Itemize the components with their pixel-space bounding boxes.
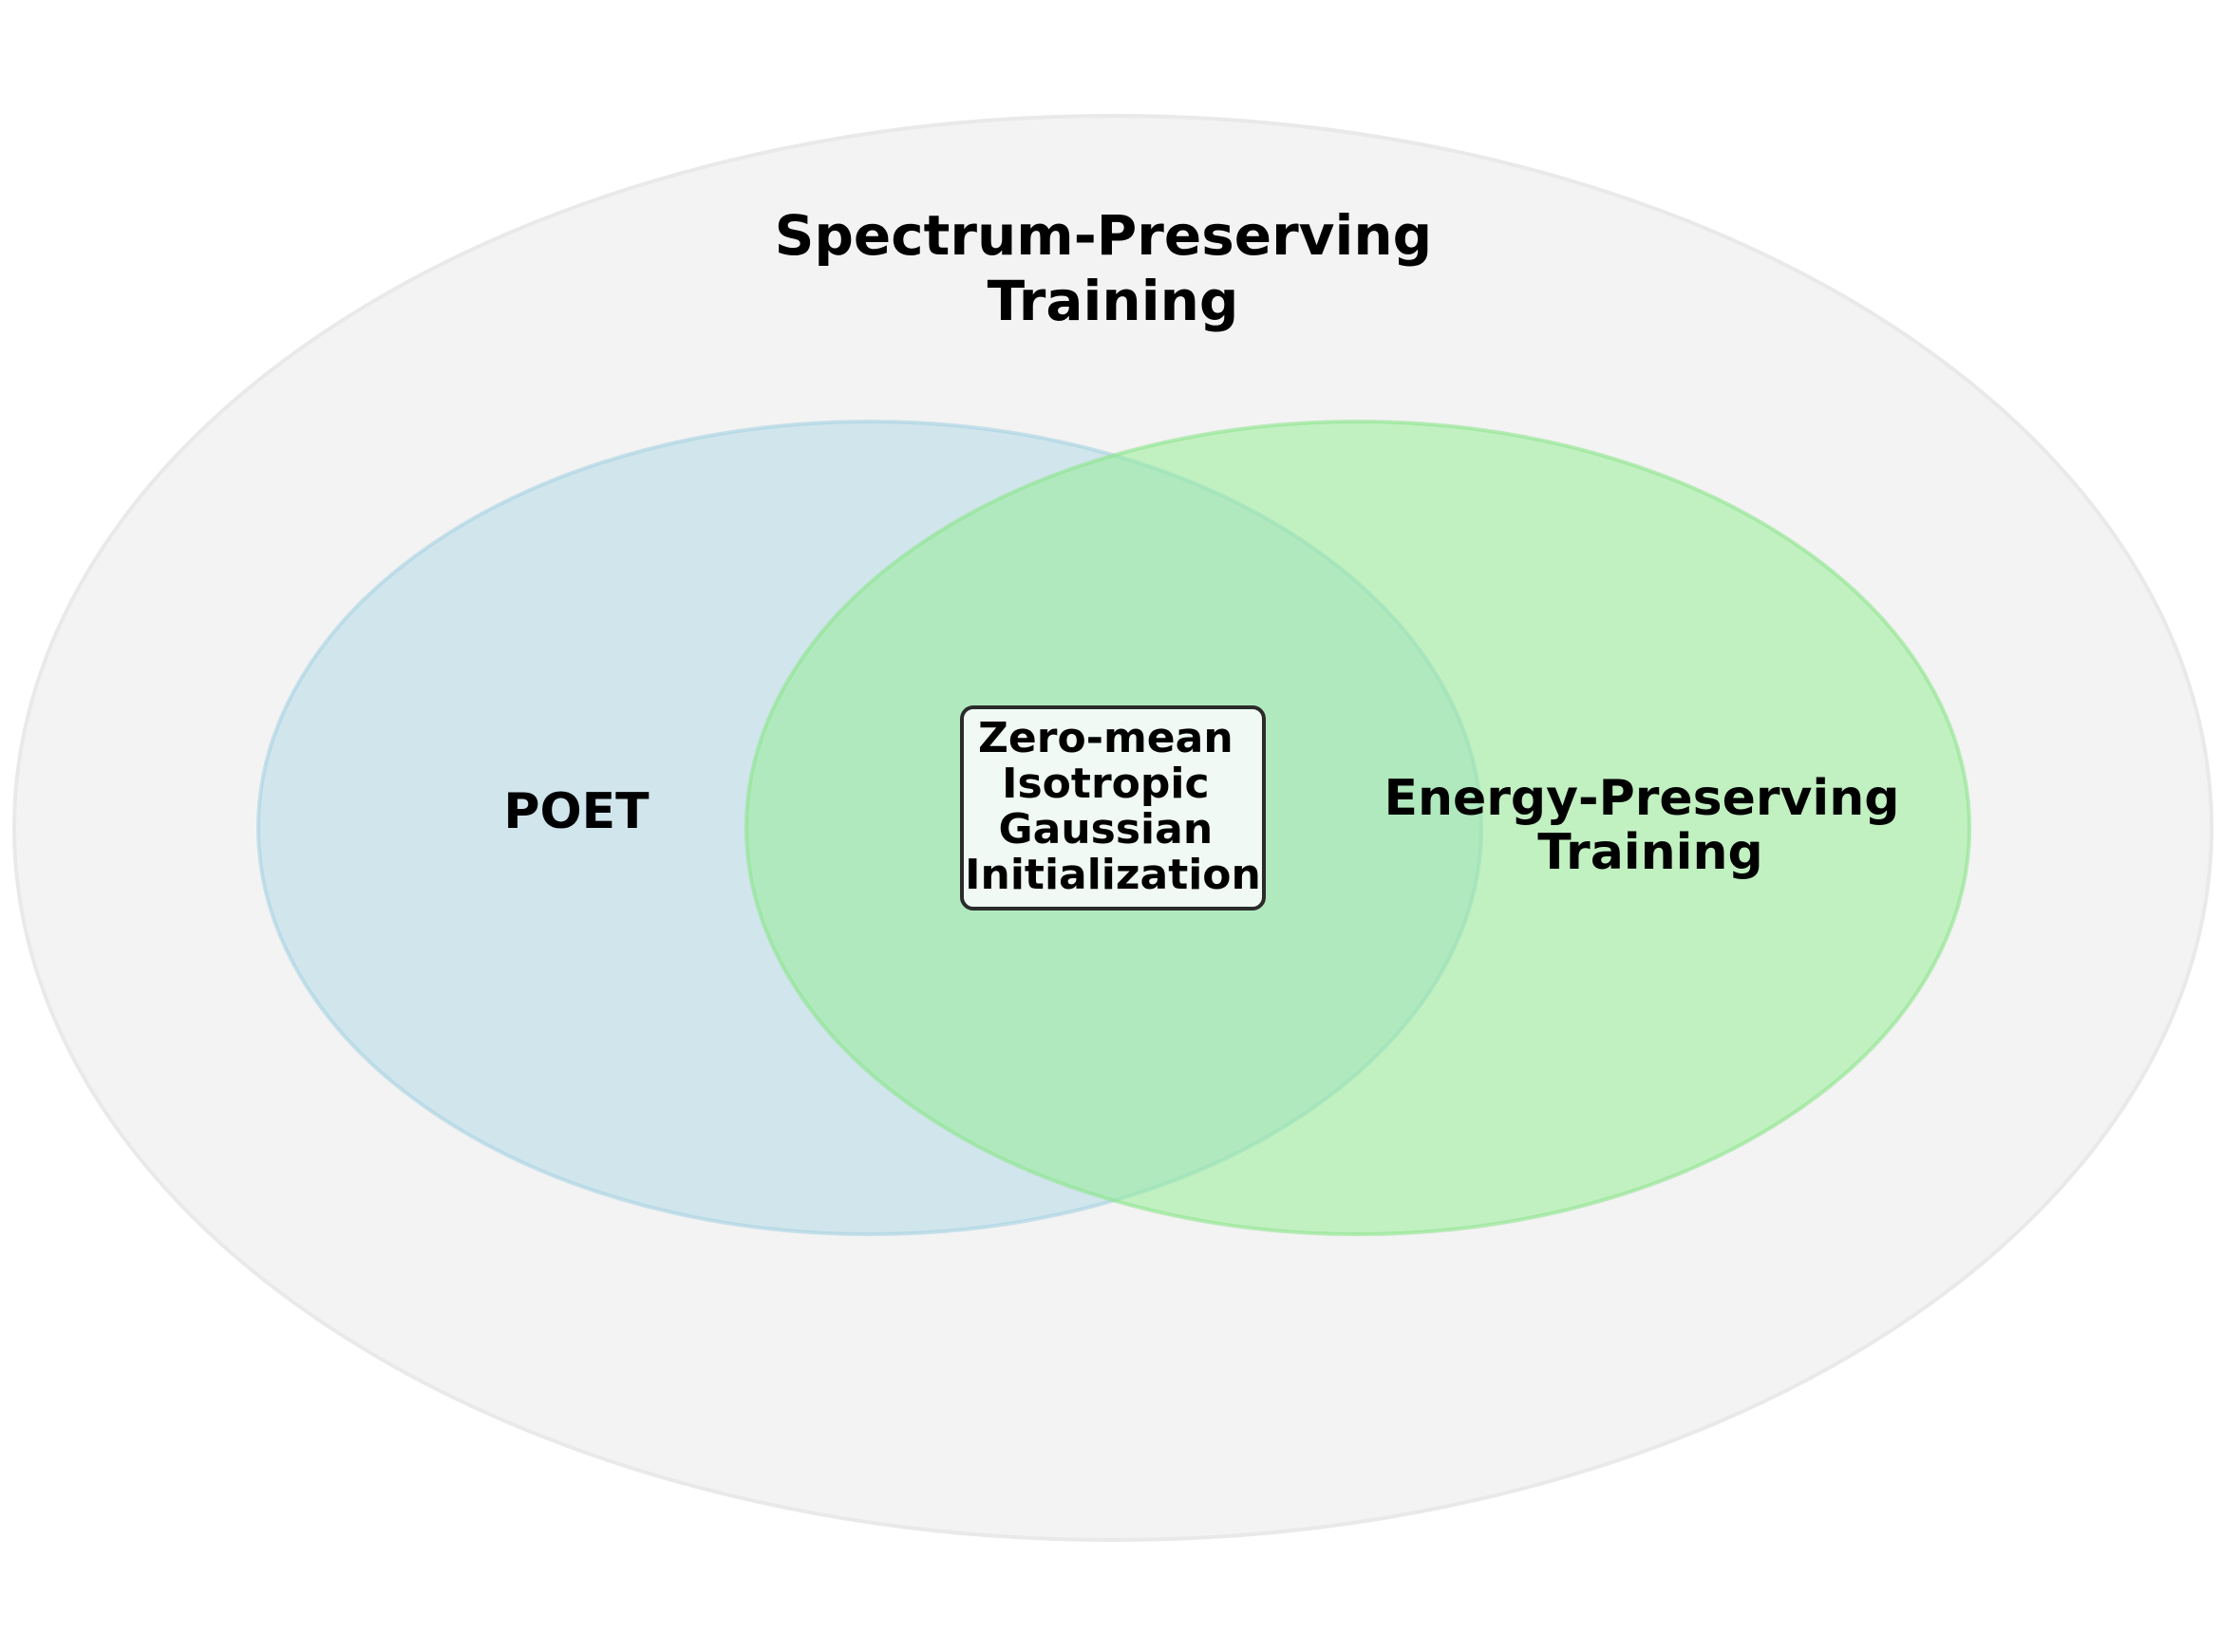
right-set-label-line2: Training	[1537, 824, 1762, 881]
outer-set-label: Spectrum-Preserving Training	[775, 203, 1452, 333]
intersection-label-line2: Isotropic	[1002, 760, 1209, 808]
outer-set-label-line1: Spectrum-Preserving	[775, 203, 1433, 268]
right-set-label-line1: Energy-Preserving	[1384, 770, 1899, 827]
right-set-label: Energy-Preserving Training	[1384, 770, 1916, 881]
intersection-label-line1: Zero-mean	[978, 714, 1233, 762]
left-set-label: POET	[503, 783, 650, 840]
intersection-label-line3: Gaussian	[999, 805, 1214, 854]
intersection-label-line4: Initialization	[965, 851, 1261, 899]
intersection-label-box	[960, 705, 1266, 910]
intersection-label: Zero-mean Isotropic Gaussian Initializat…	[965, 714, 1261, 899]
right-set-energy-preserving	[744, 420, 1971, 1236]
outer-set-label-line2: Training	[988, 269, 1239, 333]
